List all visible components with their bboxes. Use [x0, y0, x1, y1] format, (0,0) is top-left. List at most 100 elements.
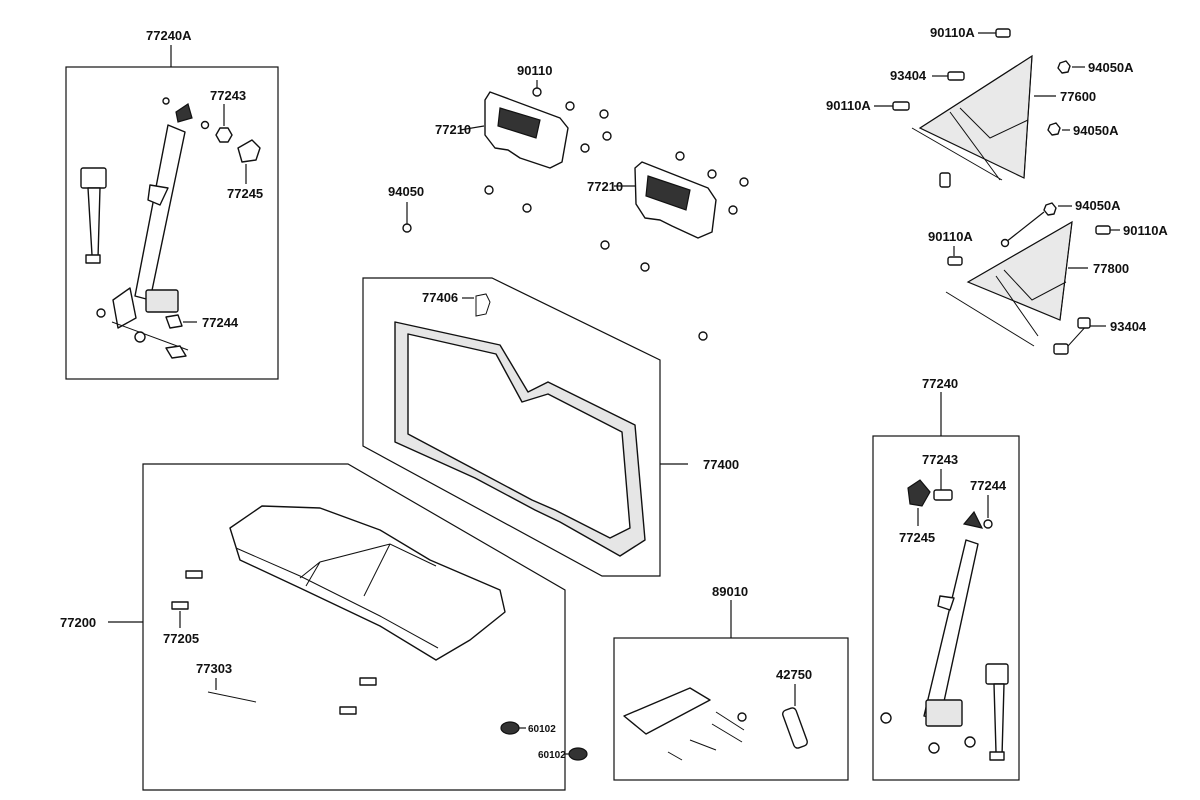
nut-c3	[600, 240, 610, 250]
clip-77406	[475, 293, 491, 317]
label-77244-right: 77244	[970, 478, 1007, 493]
retractor-right	[925, 699, 963, 727]
toolkit-89010-group: 89010 42750	[613, 584, 849, 781]
screw-90110-e	[580, 143, 590, 153]
net-77600	[911, 54, 1033, 181]
label-77240: 77240	[922, 376, 958, 391]
seat-belt-left-frame	[65, 66, 279, 380]
headrest-vent-upper	[497, 107, 541, 139]
label-60102-b: 60102	[538, 750, 566, 761]
bolt-lower-right-c	[928, 742, 940, 754]
damper-60102-b	[568, 747, 588, 761]
label-77200: 77200	[60, 615, 96, 630]
bolt-93404-lower-b	[1053, 343, 1069, 355]
damper-60102-a	[500, 721, 520, 735]
screw-90110-b	[565, 101, 575, 111]
clip-77205	[171, 601, 189, 610]
nut-c5	[698, 331, 708, 341]
label-90110a-top: 90110A	[930, 25, 975, 40]
nut-c4	[640, 262, 650, 272]
label-77800: 77800	[1093, 261, 1129, 276]
clip-a	[185, 570, 203, 579]
washer-left	[200, 120, 210, 130]
bolt-net-bottom	[939, 172, 951, 188]
bolt-small-left	[162, 97, 170, 105]
bolt-lower-right-a	[880, 712, 892, 724]
seat-belt-webbing-right	[923, 539, 979, 721]
seat-belt-right-group: 77240 77243 77245 77244	[872, 376, 1020, 781]
seat-cushion-seams	[235, 543, 439, 649]
net-upper-group: 90110A 93404 90110A 94050A 94050A 77600	[826, 25, 1134, 188]
label-94050a-top: 94050A	[1088, 60, 1134, 75]
seat-belt-webbing-left	[111, 124, 189, 351]
bolt-lower-left	[134, 331, 146, 343]
anchor-plate-lower-left	[165, 345, 187, 359]
label-89010: 89010	[712, 584, 748, 599]
seat-cushion-77200	[229, 505, 506, 661]
label-77210-lower: 77210	[587, 179, 623, 194]
spark-plug-wrench-42750	[782, 707, 808, 749]
screw-b1	[675, 151, 685, 161]
frame-77400-inner	[407, 333, 631, 539]
seat-belt-left-group: 77240A 77243 77245 77244	[65, 28, 279, 380]
label-77205: 77205	[163, 631, 199, 646]
label-77243-right: 77243	[922, 452, 958, 467]
label-77400: 77400	[703, 457, 739, 472]
headrest-group: 90110 77210 77210 94050	[388, 63, 749, 341]
collar-77244-right	[983, 519, 993, 529]
label-94050: 94050	[388, 184, 424, 199]
bolt-90110a-lower-right	[1095, 225, 1111, 235]
seat-belt-buckle-right	[985, 663, 1009, 761]
label-93404-lower: 93404	[1110, 319, 1147, 334]
frame-77400-box	[362, 277, 661, 577]
damper-group: 60102 60102	[500, 721, 588, 761]
nut-94050a-lower	[1043, 202, 1057, 216]
label-60102-a: 60102	[528, 724, 556, 735]
bolt-93404-lower-a	[1077, 317, 1091, 329]
screw-90110-c	[599, 109, 609, 119]
anchor-cover-77245-right	[907, 479, 931, 507]
wrench-head	[737, 712, 747, 722]
bolt-90110a-top	[995, 28, 1011, 38]
clip-c	[339, 706, 357, 715]
label-90110a-lower-left: 90110A	[928, 229, 973, 244]
bolt-90110a-mid	[892, 101, 910, 111]
label-94050a-mid: 94050A	[1073, 123, 1119, 138]
label-90110: 90110	[517, 63, 552, 78]
upper-anchor-left	[175, 103, 193, 123]
tool-bag	[623, 687, 711, 735]
label-42750: 42750	[776, 667, 812, 682]
anchor-cover-77245-left	[237, 139, 261, 163]
frame-77400-group: 77400 77406	[362, 277, 739, 577]
belt-guide-right	[937, 595, 955, 611]
tools	[667, 711, 745, 761]
nut-94050a-mid	[1047, 122, 1061, 136]
label-94050a-lower: 94050A	[1075, 198, 1121, 213]
label-90110a-mid: 90110A	[826, 98, 871, 113]
bolt-90110a-lower-left	[947, 256, 963, 266]
label-90110a-lower-right: 90110A	[1123, 223, 1168, 238]
seat-belt-right-frame	[872, 435, 1020, 781]
nut-lower-left	[96, 308, 106, 318]
nut-94050a-top	[1057, 60, 1071, 74]
net-77800	[945, 220, 1073, 347]
net-lower-group: 94050A 90110A 90110A 77800 93404	[928, 198, 1168, 355]
label-77245-right: 77245	[899, 530, 935, 545]
leader-77210-upper	[459, 125, 485, 131]
nut-94050	[402, 223, 412, 233]
collar-77244-left	[165, 314, 183, 329]
label-77245-left: 77245	[227, 186, 263, 201]
label-77210-upper: 77210	[435, 122, 471, 137]
screw-90110-d	[602, 131, 612, 141]
clip-b	[359, 677, 377, 686]
upper-anchor-right	[962, 510, 984, 529]
label-77600: 77600	[1060, 89, 1096, 104]
label-77303: 77303	[196, 661, 232, 676]
screw-b3	[739, 177, 749, 187]
label-77406: 77406	[422, 290, 458, 305]
label-77243-left: 77243	[210, 88, 246, 103]
band-77303	[207, 691, 257, 703]
headrest-vent-lower	[645, 175, 691, 211]
nut-c1	[484, 185, 494, 195]
